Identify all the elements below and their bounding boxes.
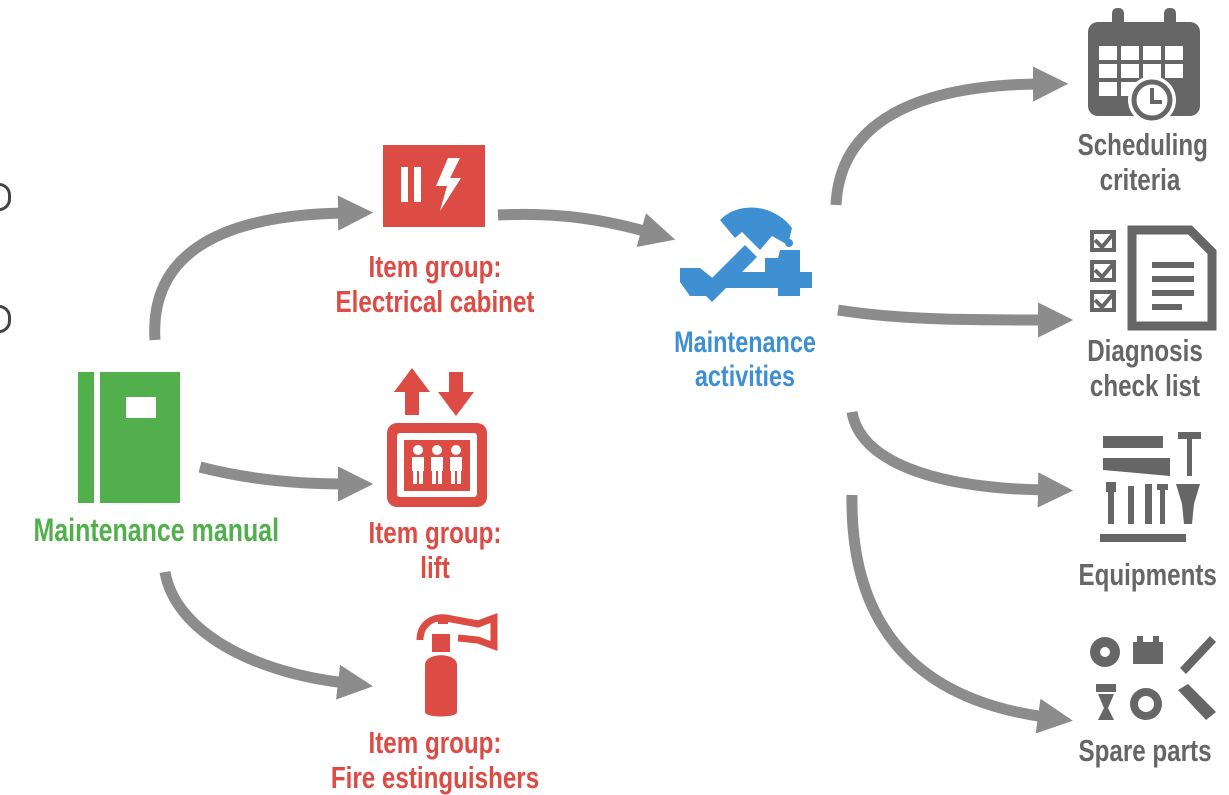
maintenance-activities-line2: activities bbox=[694, 359, 796, 393]
item-group-electrical-line2: Electrical cabinet bbox=[335, 283, 535, 319]
maintenance-activities-label: Maintenance activities bbox=[663, 326, 827, 393]
arrow-manual-to-fire bbox=[159, 570, 373, 700]
spare-parts-label: Spare parts bbox=[1078, 733, 1212, 769]
arrow-activities-to-equipments bbox=[846, 410, 1074, 508]
item-group-fire-label: Item group: Fire estinguishers bbox=[330, 725, 541, 795]
maintenance-activities-line1: Maintenance bbox=[674, 326, 816, 359]
lift-icon bbox=[387, 368, 487, 507]
item-group-lift-label: Item group: lift bbox=[330, 515, 541, 585]
fire-extinguisher-icon bbox=[416, 612, 498, 717]
maintenance-manual-text: Maintenance manual bbox=[33, 512, 280, 548]
calendar-clock-icon bbox=[1088, 8, 1200, 124]
arrow-activities-to-spare-parts bbox=[846, 494, 1073, 734]
arrow-manual-to-lift bbox=[198, 461, 374, 502]
diagnosis-checklist-line2: check list bbox=[1089, 367, 1201, 403]
manual-book-icon bbox=[78, 372, 180, 503]
scheduling-criteria-line1: Scheduling bbox=[1077, 127, 1208, 162]
electrical-cabinet-icon bbox=[383, 145, 485, 227]
diagnosis-checklist-label: Diagnosis check list bbox=[1087, 333, 1204, 403]
scheduling-criteria-label: Scheduling criteria bbox=[1077, 127, 1208, 197]
item-group-lift-line1: Item group: bbox=[368, 515, 502, 550]
spare-parts-icon bbox=[1090, 636, 1216, 720]
arrow-activities-to-diagnosis bbox=[837, 302, 1074, 338]
arrow-activities-to-scheduling bbox=[830, 66, 1069, 206]
spare-parts-line1: Spare parts bbox=[1078, 733, 1212, 768]
item-group-fire-line2: Fire estinguishers bbox=[330, 759, 540, 795]
maintenance-manual-label: Maintenance manual bbox=[33, 512, 280, 549]
item-group-fire-line1: Item group: bbox=[368, 725, 502, 760]
item-group-electrical-label: Item group: Electrical cabinet bbox=[330, 249, 541, 319]
item-group-electrical-line1: Item group: bbox=[368, 249, 502, 284]
arrow-manual-to-electrical bbox=[149, 195, 374, 341]
scheduling-criteria-line2: criteria bbox=[1099, 161, 1181, 197]
equipments-label: Equipments bbox=[1078, 557, 1217, 593]
checklist-document-icon bbox=[1090, 225, 1217, 331]
arrow-electrical-to-activities bbox=[497, 208, 676, 248]
hammer-tools-icon bbox=[680, 207, 812, 302]
diagnosis-checklist-line1: Diagnosis bbox=[1087, 333, 1203, 368]
equipments-line1: Equipments bbox=[1078, 557, 1217, 592]
item-group-lift-line2: lift bbox=[420, 549, 450, 585]
tools-icon bbox=[1100, 432, 1201, 542]
